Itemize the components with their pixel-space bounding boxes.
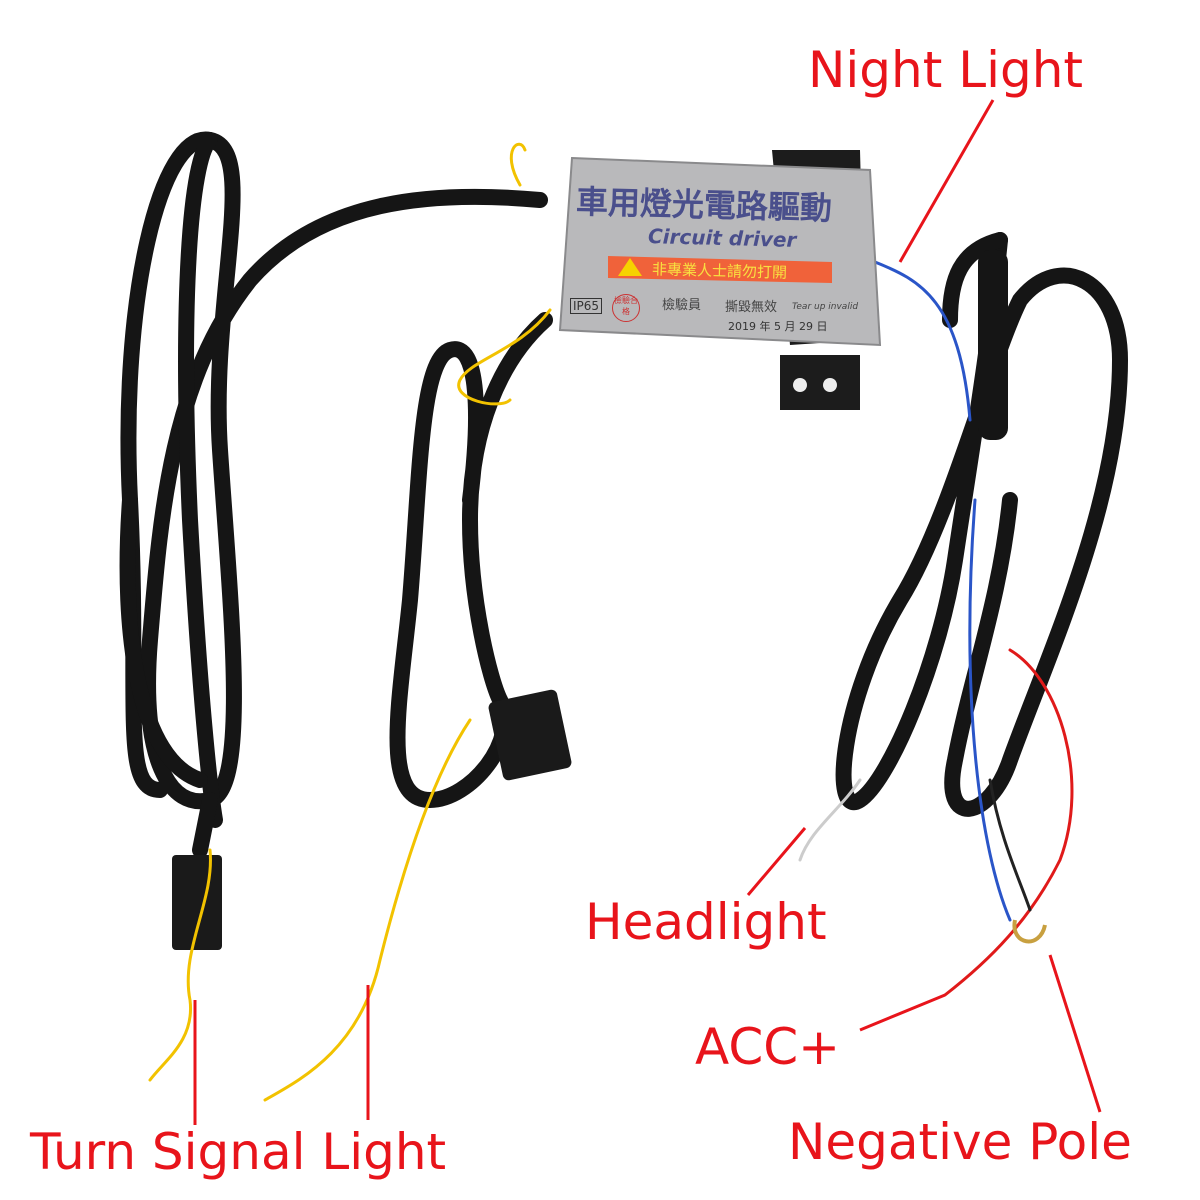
label-acc: ACC+ bbox=[695, 1018, 841, 1076]
date-stamp: 2019 年 5 月 29 日 bbox=[728, 320, 828, 333]
ring-terminal bbox=[1012, 919, 1047, 944]
device-title-en: Circuit driver bbox=[647, 224, 797, 252]
ip-rating: IP65 bbox=[570, 298, 603, 314]
tear-notice-en: Tear up invalid bbox=[792, 302, 859, 312]
label-turn-signal-light: Turn Signal Light bbox=[30, 1123, 447, 1181]
right-cable-loop bbox=[835, 232, 1129, 817]
fuse-holder bbox=[978, 250, 1008, 440]
thin-wires bbox=[148, 142, 1074, 1102]
inspection-seal: 檢驗合格 bbox=[612, 294, 640, 322]
device-title-cn: 車用燈光電路驅動 bbox=[575, 182, 833, 228]
leader-lines bbox=[193, 99, 1102, 1125]
label-negative-pole: Negative Pole bbox=[788, 1113, 1132, 1171]
warning-bar bbox=[608, 256, 832, 283]
tear-notice-cn: 撕毀無效 bbox=[725, 300, 778, 315]
warning-text: 非專業人士請勿打開 bbox=[651, 260, 788, 282]
turn-signal-connector bbox=[172, 855, 222, 950]
inspector-label: 檢驗員 bbox=[662, 298, 702, 313]
warning-icon bbox=[618, 258, 642, 276]
middle-cable-loop bbox=[389, 312, 553, 809]
label-night-light: Night Light bbox=[808, 41, 1083, 99]
plug-connector bbox=[488, 689, 572, 781]
left-cable-loop bbox=[120, 131, 548, 810]
label-headlight: Headlight bbox=[585, 893, 827, 951]
cables bbox=[119, 131, 1129, 858]
circuit-driver-box bbox=[558, 156, 882, 347]
